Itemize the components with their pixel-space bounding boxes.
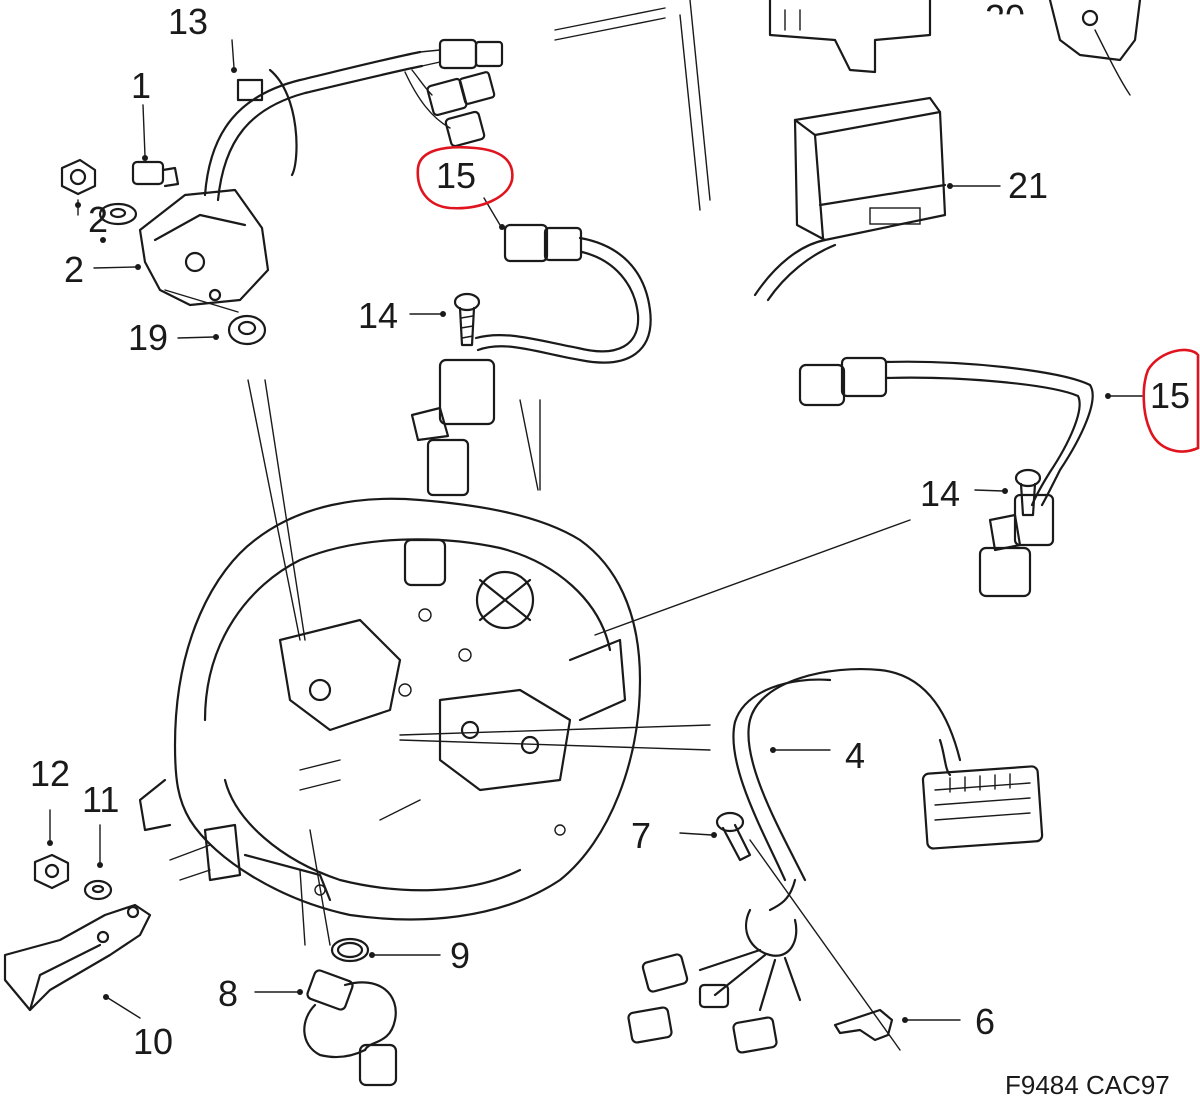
label-part-19: 19	[128, 317, 169, 358]
label-part-7: 7	[631, 815, 652, 856]
label-part-15-center: 15	[436, 155, 477, 196]
label-part-2-upper: 2	[88, 199, 109, 240]
label-part-14-right: 14	[920, 473, 961, 514]
label-part-10: 10	[133, 1021, 174, 1062]
label-part-9: 9	[450, 935, 471, 976]
bolt-part-7	[679, 811, 901, 1051]
label-part-20: 20	[985, 0, 1026, 38]
label-part-6: 6	[975, 1001, 996, 1042]
harness-top-left	[60, 38, 504, 346]
label-part-13: 13	[168, 1, 209, 42]
transmission-housing	[138, 379, 911, 946]
speed-sensor-right	[798, 356, 1143, 598]
label-part-2-lower: 2	[64, 249, 85, 290]
label-part-1: 1	[131, 65, 152, 106]
plug-top-2	[411, 69, 496, 117]
plug-top-1	[419, 38, 504, 70]
nut-part-12	[33, 809, 70, 890]
bolt-part-14-center	[453, 292, 481, 347]
figure-code: F9484 CAC97	[1005, 1070, 1170, 1100]
label-part-21: 21	[1008, 165, 1049, 206]
washer-part-11	[83, 824, 113, 901]
bolt-part-14-right	[1014, 468, 1042, 517]
clip-part-6	[833, 1008, 961, 1042]
label-part-14-center: 14	[358, 295, 399, 336]
washer-part-2	[98, 202, 138, 226]
bracket-part-10	[3, 903, 152, 1019]
part-1-sensor	[131, 160, 180, 188]
highlight-circle-15-right	[1142, 348, 1200, 453]
label-part-11: 11	[82, 779, 120, 820]
label-part-12: 12	[30, 753, 71, 794]
bracket-part-20	[554, 0, 1142, 211]
neutral-switch	[138, 188, 270, 313]
speed-sensor-center	[409, 197, 652, 497]
label-part-15-right: 15	[1150, 375, 1191, 416]
seal-part-9	[330, 937, 441, 963]
label-part-4: 4	[845, 735, 866, 776]
control-module-part-21	[753, 96, 1001, 302]
grommet-part-19	[227, 314, 267, 346]
harness-part-4	[627, 668, 1044, 1054]
highlight-circle-15-center	[416, 145, 514, 210]
nut-part-2	[60, 158, 97, 196]
label-part-8: 8	[218, 973, 239, 1014]
plug-top-3	[404, 71, 486, 148]
sensor-part-8	[254, 969, 398, 1087]
